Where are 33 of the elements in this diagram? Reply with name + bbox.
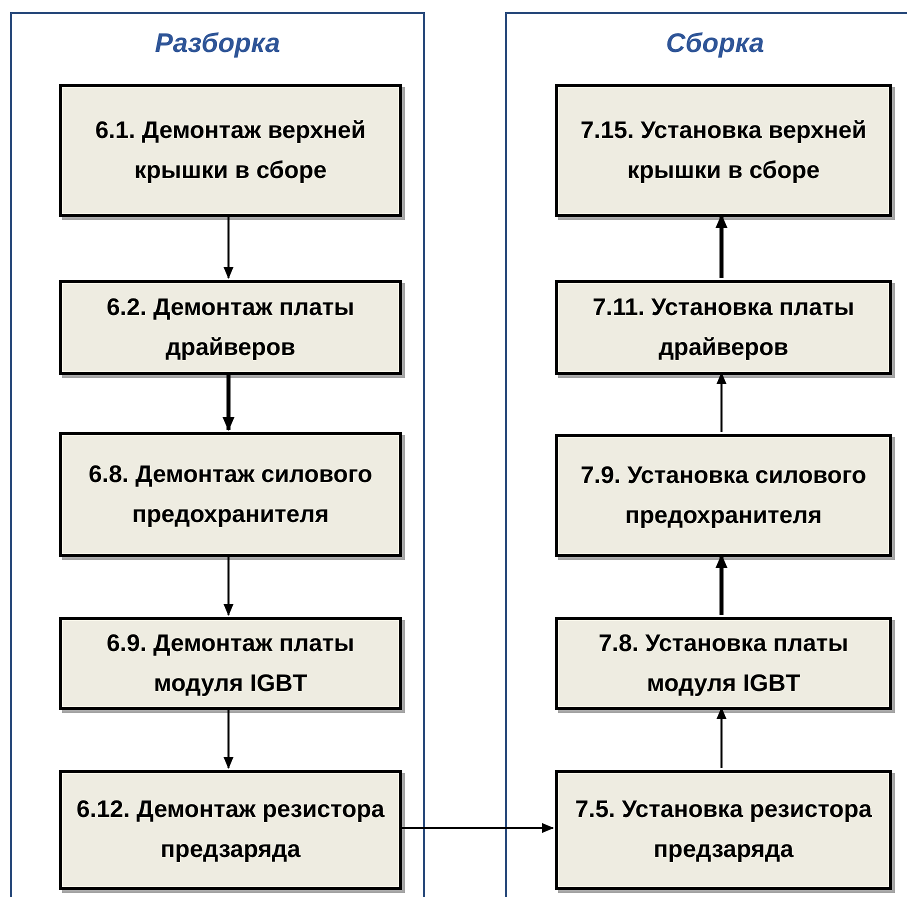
process-box	[555, 770, 892, 890]
arrow	[716, 554, 728, 615]
process-box	[59, 84, 402, 217]
process-box	[555, 434, 892, 557]
step-text: 6.1. Демонтаж верхней крышки в сборе	[94, 116, 367, 186]
process-box	[59, 280, 402, 375]
arrow	[222, 373, 234, 431]
process-box	[555, 280, 892, 375]
process-box	[59, 770, 402, 890]
panel-heading: Разборка	[154, 30, 282, 57]
step-text: 6.2. Демонтаж платы драйверов	[106, 292, 356, 362]
step-text: 7.8. Установка платы модуля IGBT	[598, 628, 850, 698]
arrow	[224, 708, 234, 769]
arrow	[716, 214, 728, 278]
arrow	[716, 707, 726, 768]
process-box	[59, 432, 402, 557]
panel-heading: Сборка	[664, 30, 766, 57]
step-text: 7.15. Установка верхней крышки в сборе	[580, 116, 868, 186]
process-box	[59, 617, 402, 710]
step-text: 6.12. Демонтаж резистора предзаряда	[76, 795, 386, 865]
arrow	[224, 215, 234, 279]
group-panel	[10, 12, 425, 897]
arrow	[224, 555, 234, 616]
process-box	[555, 617, 892, 710]
step-text: 6.8. Демонтаж силового предохранителя	[88, 460, 374, 530]
step-text: 7.11. Установка платы драйверов	[592, 292, 856, 362]
process-box	[555, 84, 892, 217]
step-text: 7.5. Установка резистора предзаряда	[574, 795, 873, 865]
arrow	[400, 823, 554, 833]
arrow	[716, 372, 726, 432]
step-text: 6.9. Демонтаж платы модуля IGBT	[106, 628, 356, 698]
group-panel	[505, 12, 907, 897]
step-text: 7.9. Установка силового предохранителя	[580, 460, 868, 530]
